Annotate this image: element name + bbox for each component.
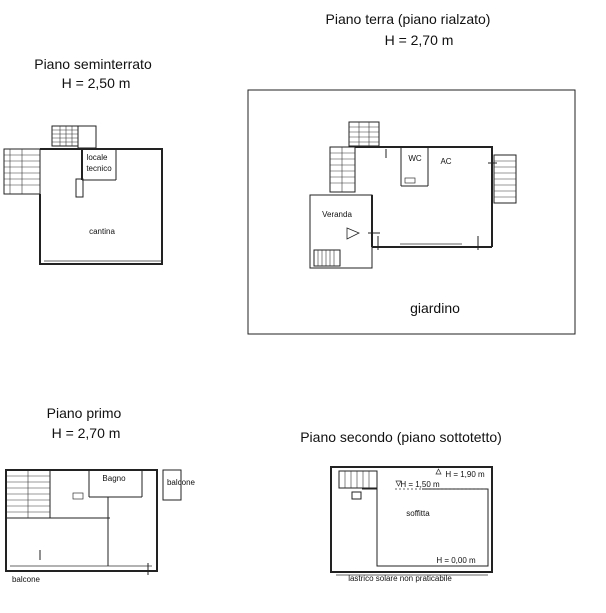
second-floor-title-group: Piano secondo (piano sottotetto) [300,429,502,445]
ac-label: AC [440,157,451,166]
veranda-steps [313,249,341,267]
second-floor-outline [330,466,493,573]
ground-house-top-right-walls [355,146,493,247]
technical-room-label-1: locale [87,153,108,162]
first-floor-plan: Bagno balcone balcone [5,469,196,584]
basement-top-box [77,125,97,149]
veranda-outline [309,194,373,269]
h-mid-marker-icon [395,480,402,487]
h-max-label: H = 1,90 m [445,470,485,479]
basement-top-stair [51,125,79,147]
technical-room-label-2: tecnico [86,164,112,173]
veranda-label: Veranda [322,210,352,219]
ground-floor-height: H = 2,70 m [385,32,454,48]
bathroom-fixture-icon [72,492,84,500]
first-floor-height: H = 2,70 m [52,425,121,441]
ground-floor-plan: giardino [247,89,576,335]
first-floor-outline [5,469,158,572]
h-max-marker-icon [435,468,442,475]
attic-label: soffitta [406,509,430,518]
ground-right-stair [493,154,517,204]
basement-plan: locale tecnico cantina [3,125,163,265]
ground-floor-title-group: Piano terra (piano rialzato) H = 2,70 m [326,11,491,48]
basement-height: H = 2,50 m [62,75,131,91]
basement-title: Piano seminterrato [34,56,152,72]
wc-label: WC [408,154,422,163]
first-floor-title-group: Piano primo H = 2,70 m [47,405,122,441]
garden-boundary [247,89,576,335]
second-floor-fixture-icon [351,491,362,500]
ground-left-stair [329,146,356,193]
bottom-balcony-label: balcone [12,575,41,584]
ground-top-stair [348,121,380,147]
basement-walls [39,148,163,265]
right-balcony-box [162,469,182,501]
veranda-entrance-arrow-icon [346,227,360,240]
right-balcony-label: balcone [167,478,196,487]
second-floor-stair [338,470,378,489]
first-floor-stair [5,469,51,519]
basement-left-stair [3,148,41,195]
ground-floor-title: Piano terra (piano rialzato) [326,11,491,27]
basement-title-group: Piano seminterrato H = 2,50 m [34,56,152,91]
h-mid-label: H = 1,50 m [400,480,440,489]
second-floor-title: Piano secondo (piano sottotetto) [300,429,502,445]
attic-outline [362,488,489,567]
second-floor-plan: H = 1,90 m H = 1,50 m soffitta H = 0,00 … [330,466,493,583]
h-min-label: H = 0,00 m [436,556,476,565]
wc-fixture-icon [404,177,416,184]
basement-column [75,178,84,198]
cellar-label: cantina [89,227,115,236]
bathroom-label: Bagno [102,474,126,483]
first-floor-title: Piano primo [47,405,122,421]
roof-terrace-label: lastrico solare non praticabile [348,574,452,583]
garden-label: giardino [410,300,460,316]
